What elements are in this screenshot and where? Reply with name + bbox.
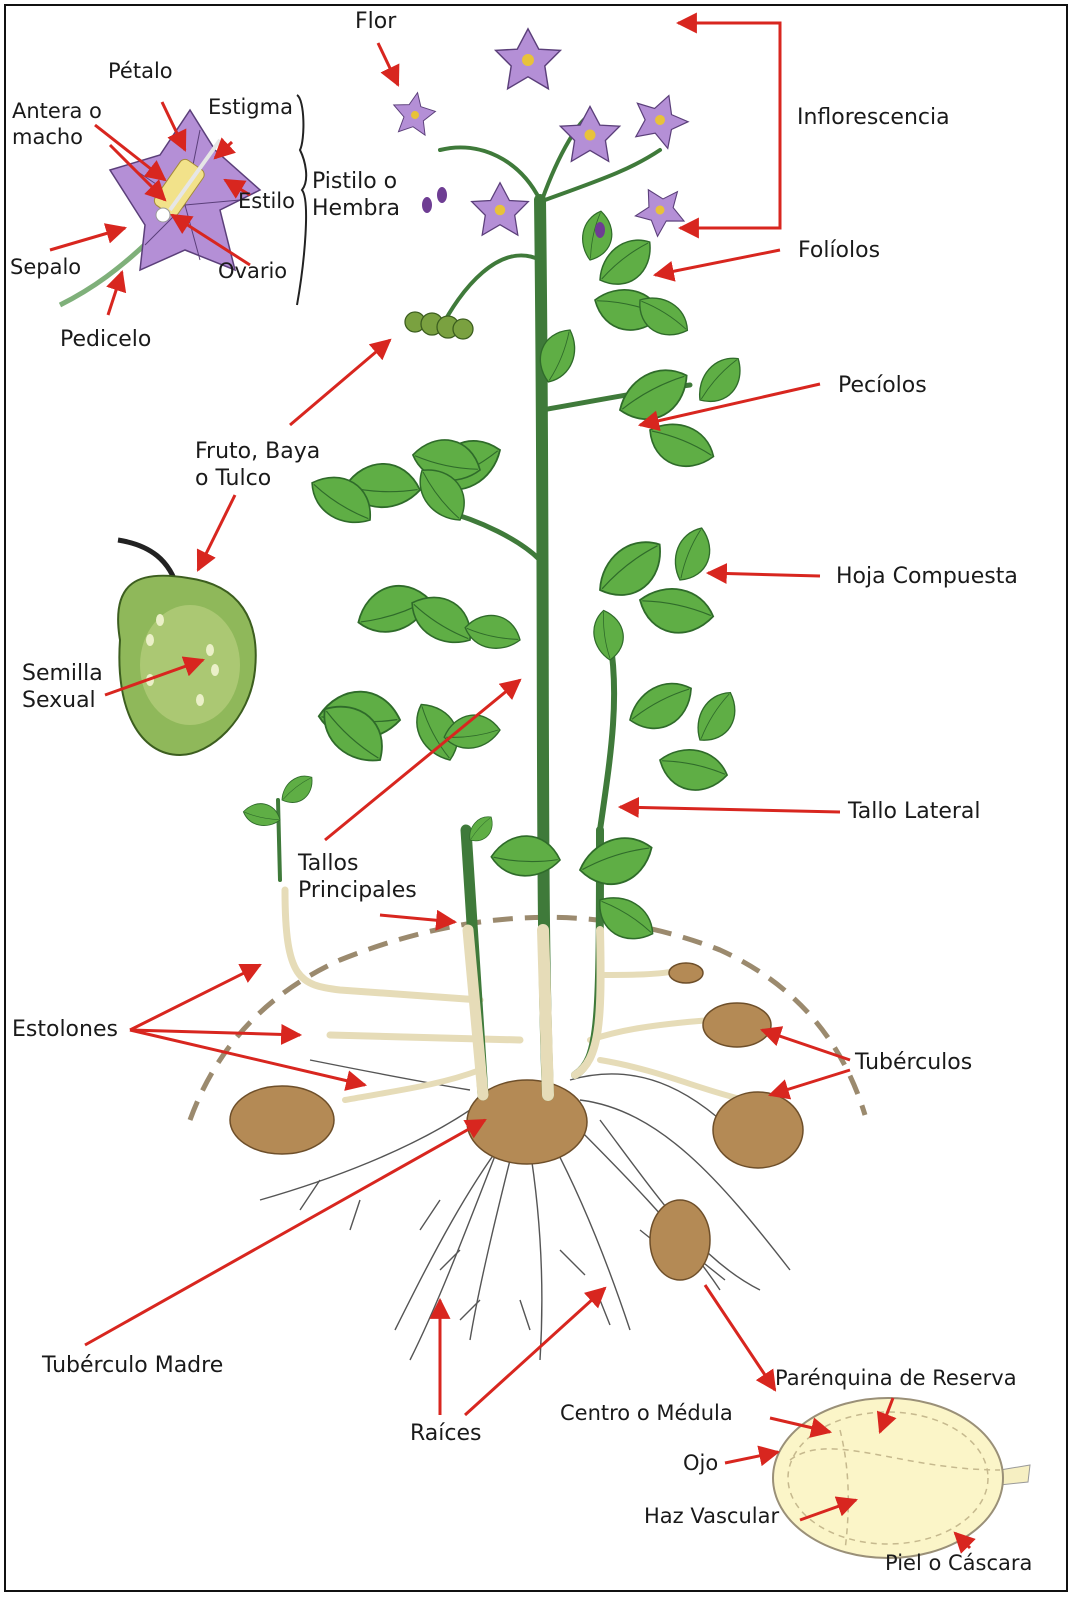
arrow-ojo [725, 1452, 778, 1463]
label-pistilo: Pistilo o Hembra [312, 168, 400, 222]
label-hoja-compuesta: Hoja Compuesta [836, 563, 1018, 590]
arrow-estolones-1 [130, 965, 260, 1030]
arrow-to-section [705, 1285, 775, 1390]
label-estilo: Estilo [238, 188, 295, 214]
arrow-sepalo [50, 228, 125, 250]
arrow-pedicelo [108, 272, 122, 315]
label-fruto: Fruto, Baya o Tulco [195, 438, 320, 492]
label-flor: Flor [355, 8, 396, 35]
label-centro: Centro o Médula [560, 1400, 733, 1426]
arrow-fruto-section [198, 495, 235, 570]
label-tuberculos: Tubérculos [855, 1049, 972, 1076]
label-parenquina: Parénquina de Reserva [775, 1365, 1017, 1391]
arrow-hoja-compuesta [708, 573, 820, 576]
arrow-flor [378, 43, 398, 85]
arrow-raices-2 [465, 1288, 605, 1415]
label-sepalo: Sepalo [10, 254, 81, 280]
arrow-tallos-2 [380, 915, 455, 922]
label-petalo: Pétalo [108, 58, 173, 84]
label-estigma: Estigma [208, 94, 293, 120]
inflorescence-bracket [678, 23, 780, 228]
arrow-tuberculos-2 [770, 1070, 850, 1095]
label-raices: Raíces [410, 1420, 482, 1447]
label-estolones: Estolones [12, 1016, 118, 1043]
berries [405, 312, 473, 339]
tubers [230, 963, 803, 1280]
label-ojo: Ojo [683, 1450, 718, 1476]
arrows [50, 43, 970, 1548]
arrow-fruto-berries [290, 340, 390, 425]
arrow-tallo-lateral [620, 807, 840, 812]
fruit-cross-section [118, 540, 256, 755]
arrow-foliolos [655, 250, 780, 275]
foliage [241, 208, 752, 953]
label-inflorescencia: Inflorescencia [797, 104, 950, 131]
label-foliolos: Folíolos [798, 237, 880, 264]
label-tallos-principales: Tallos Principales [298, 850, 417, 904]
label-pedicelo: Pedicelo [60, 326, 151, 353]
label-antera: Antera o macho [12, 98, 102, 150]
label-tuberculo-madre: Tubérculo Madre [42, 1352, 223, 1379]
arrow-estolones-2 [130, 1030, 300, 1035]
label-tallo-lateral: Tallo Lateral [848, 798, 981, 825]
tuber-cross-section [773, 1398, 1030, 1558]
label-haz: Haz Vascular [644, 1503, 779, 1529]
arrow-tuberculos-1 [762, 1030, 850, 1060]
label-semilla: Semilla Sexual [22, 660, 103, 714]
label-piel: Piel o Cáscara [885, 1550, 1032, 1576]
label-ovario: Ovario [218, 258, 287, 284]
label-peciolos: Pecíolos [838, 372, 927, 399]
